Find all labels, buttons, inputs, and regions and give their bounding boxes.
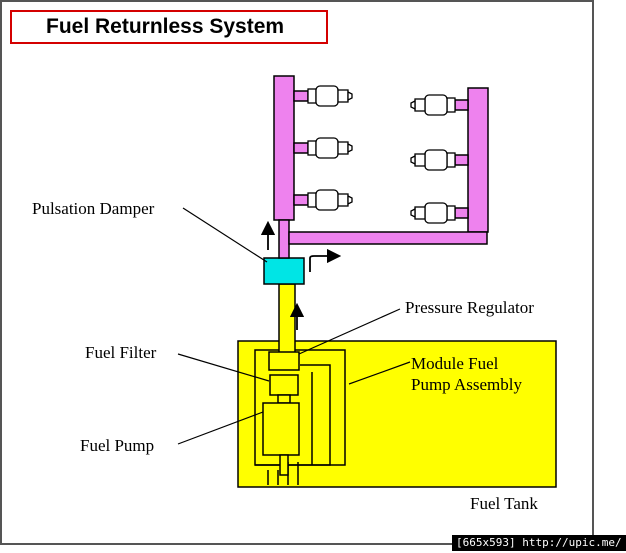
injector-icon (410, 149, 456, 171)
module-fuel-pump-assembly (254, 349, 346, 485)
label-module-fuel-pump-assembly-line1: Module Fuel (411, 354, 499, 373)
fuel-pump (262, 402, 300, 456)
diagram-title: Fuel Returnless System (46, 15, 285, 38)
title-box: Fuel Returnless System (10, 10, 328, 44)
right-injectors (410, 94, 456, 224)
label-fuel-filter: Fuel Filter (85, 343, 157, 362)
injector-icon (307, 189, 353, 211)
label-fuel-pump: Fuel Pump (80, 436, 155, 455)
left-injectors (307, 85, 353, 211)
pressure-regulator (268, 351, 300, 371)
rail-feed-vertical (278, 219, 290, 259)
right-fuel-rail (467, 87, 489, 233)
flow-arrows (260, 220, 342, 330)
rail-crossover-pipe (288, 231, 488, 245)
injector-icon (410, 202, 456, 224)
label-pressure-regulator: Pressure Regulator (405, 298, 534, 317)
watermark: [665x593] http://upic.me/ (452, 535, 626, 551)
fuel-rail-pipes (273, 75, 489, 259)
filter-to-pump-link (277, 394, 291, 404)
leader-lines (177, 207, 411, 445)
supply-line-lower (278, 283, 296, 355)
left-fuel-rail (273, 75, 295, 221)
injector-icon (410, 94, 456, 116)
injector-icon (307, 85, 353, 107)
label-module-fuel-pump-assembly-line2: Pump Assembly (411, 375, 522, 394)
fuel-system-diagram (177, 75, 557, 488)
pulsation-damper (263, 257, 305, 285)
pump-inlet (279, 454, 289, 476)
label-fuel-tank: Fuel Tank (470, 494, 538, 513)
injector-icon (307, 137, 353, 159)
fuel-filter (269, 374, 299, 396)
label-pulsation-damper: Pulsation Damper (32, 199, 155, 218)
arrow-right-icon (309, 248, 342, 272)
